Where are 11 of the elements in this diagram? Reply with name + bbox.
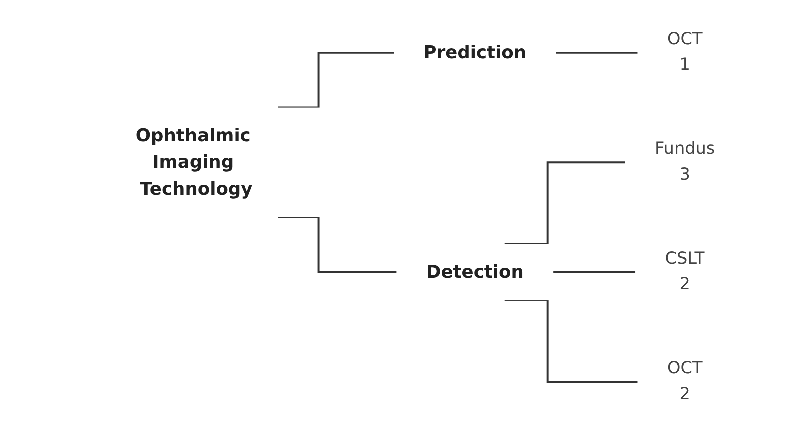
connector [504,300,638,384]
connector [278,52,394,109]
node-text: Fundus 3 [654,139,715,184]
node-text: OCT 2 [667,358,702,404]
connector [556,52,638,54]
node-text: Prediction [423,42,526,64]
node-text: OCT 1 [667,30,702,75]
connector [504,162,625,246]
node-text: CSLT 2 [664,249,705,294]
connector [553,271,636,274]
connector [278,216,396,274]
